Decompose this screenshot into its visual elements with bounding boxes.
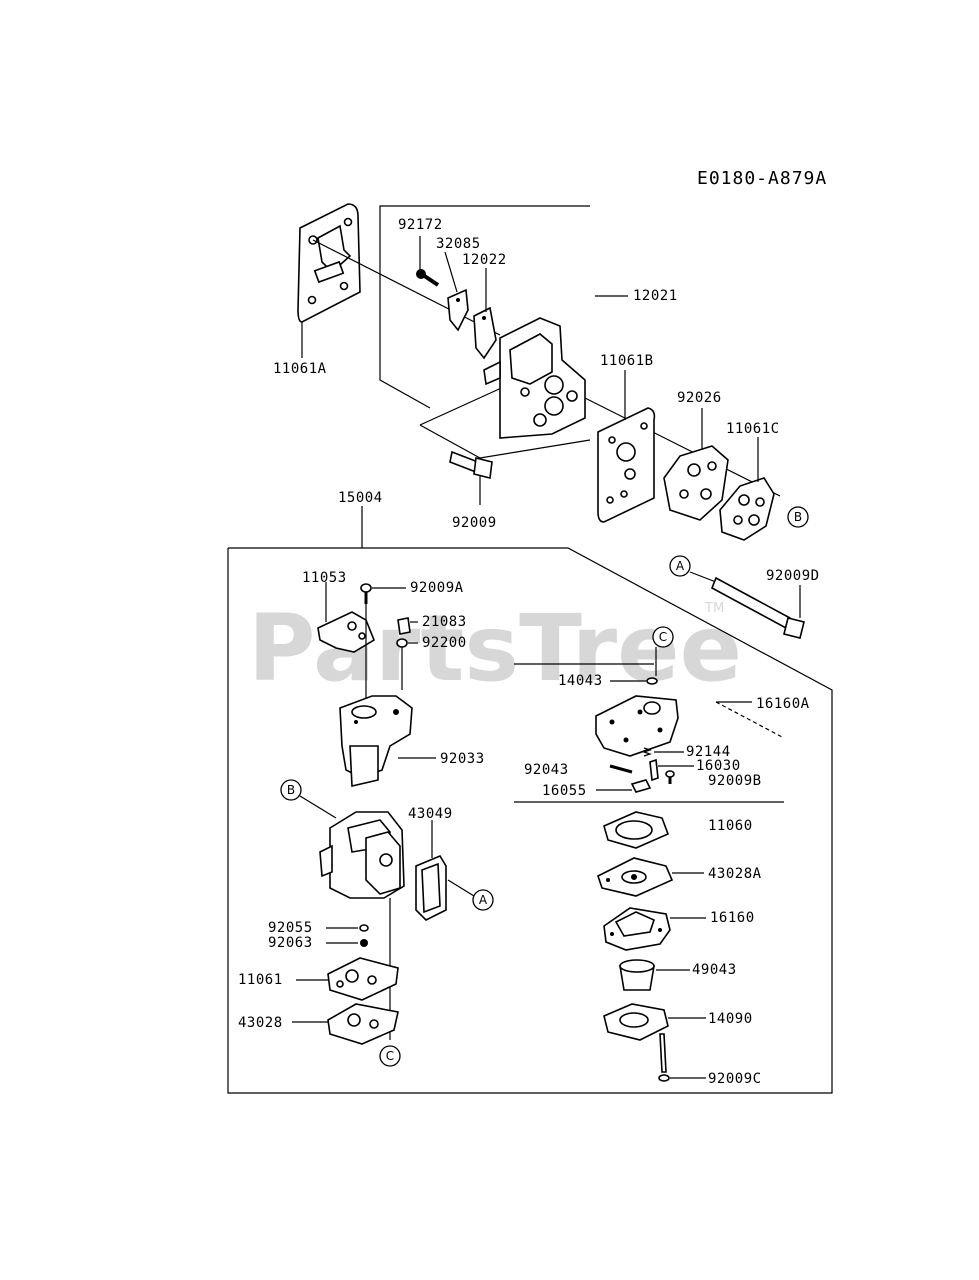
diagram-code: E0180-A879A xyxy=(697,168,827,189)
carburetor-throttle-body[interactable] xyxy=(339,695,413,787)
label-92026: 92026 xyxy=(677,390,722,406)
watermark: PartsTree xyxy=(248,595,742,702)
label-43028a: 43028A xyxy=(708,866,762,882)
marker-a-carb xyxy=(472,889,494,911)
label-21083: 21083 xyxy=(422,614,467,630)
label-11053: 11053 xyxy=(302,570,347,586)
marker-c-upper-text: C xyxy=(659,630,667,644)
label-16160a: 16160A xyxy=(756,696,810,712)
carburetor-main-body[interactable] xyxy=(319,811,405,899)
label-92063: 92063 xyxy=(268,935,313,951)
gasket-92026[interactable] xyxy=(663,445,729,521)
marker-a-bolt-text: A xyxy=(676,559,685,573)
label-43049: 43049 xyxy=(408,806,453,822)
label-92200: 92200 xyxy=(422,635,467,651)
carburetor-assembly-frame xyxy=(227,547,833,1094)
gasket-43049[interactable] xyxy=(415,854,447,921)
label-11061b: 11061B xyxy=(600,353,654,369)
leader-upper-axis xyxy=(584,397,781,497)
marker-c-upper xyxy=(652,626,674,648)
diaphragm-43028a[interactable] xyxy=(597,857,674,897)
marker-a-carb-text: A xyxy=(479,893,488,907)
marker-b-carb xyxy=(280,779,302,801)
label-92009a: 92009A xyxy=(410,580,464,596)
label-11061c: 11061C xyxy=(726,421,780,437)
label-32085: 32085 xyxy=(436,236,481,252)
bolt-92009d[interactable] xyxy=(689,571,805,639)
screw-92009a[interactable] xyxy=(360,583,372,604)
label-16030: 16030 xyxy=(696,758,741,774)
label-11061a: 11061A xyxy=(273,361,327,377)
watermark-trademark: TM xyxy=(704,601,724,616)
diaphragm-43028[interactable] xyxy=(327,1003,399,1045)
leader-32085 xyxy=(444,251,458,293)
leader-11061a-axis xyxy=(312,239,501,336)
needle-16055[interactable] xyxy=(630,779,652,793)
spring-92144[interactable] xyxy=(642,747,652,757)
insulator-assembly-frame xyxy=(379,205,591,459)
label-11061: 11061 xyxy=(238,972,283,988)
pin-92043[interactable] xyxy=(609,764,633,774)
screw-92009c[interactable] xyxy=(658,1033,670,1082)
seal-92063[interactable] xyxy=(360,939,368,947)
label-11060: 11060 xyxy=(708,818,753,834)
label-92033: 92033 xyxy=(440,751,485,767)
pin-21083[interactable] xyxy=(397,617,411,635)
metering-cover-16160a[interactable] xyxy=(595,695,679,757)
screw-92172[interactable] xyxy=(416,269,440,287)
label-92009: 92009 xyxy=(452,515,497,531)
label-92144: 92144 xyxy=(686,744,731,760)
lever-16030[interactable] xyxy=(649,758,659,782)
marker-b-upper-text: B xyxy=(794,510,802,524)
bolt-92009[interactable] xyxy=(449,450,493,479)
screen-14043[interactable] xyxy=(646,677,658,685)
label-12021: 12021 xyxy=(633,288,678,304)
marker-c-lower xyxy=(379,1045,401,1067)
marker-a-bolt xyxy=(669,555,691,577)
cover-14090[interactable] xyxy=(603,1003,669,1041)
label-92172: 92172 xyxy=(398,217,443,233)
label-14043: 14043 xyxy=(558,673,603,689)
plate-32085[interactable] xyxy=(447,288,469,332)
gasket-11061b[interactable] xyxy=(597,407,656,523)
plate-12022[interactable] xyxy=(473,306,497,360)
label-92043: 92043 xyxy=(524,762,569,778)
label-92009c: 92009C xyxy=(708,1071,762,1087)
gasket-11060[interactable] xyxy=(603,811,670,849)
leader-marker-b-carb xyxy=(299,795,337,819)
label-16055: 16055 xyxy=(542,783,587,799)
insulator-12021[interactable] xyxy=(483,317,586,439)
label-92009b: 92009B xyxy=(708,773,762,789)
label-14090: 14090 xyxy=(708,1011,753,1027)
label-43028: 43028 xyxy=(238,1015,283,1031)
leader-16160a-dashed xyxy=(715,701,785,739)
label-92055: 92055 xyxy=(268,920,313,936)
gasket-11061a[interactable] xyxy=(297,203,361,323)
marker-b-carb-text: B xyxy=(287,783,295,797)
label-12022: 12022 xyxy=(462,252,507,268)
gasket-11061[interactable] xyxy=(327,957,399,1001)
washer-92200[interactable] xyxy=(396,638,408,648)
cup-49043[interactable] xyxy=(619,959,655,991)
label-15004: 15004 xyxy=(338,490,383,506)
marker-c-lower-text: C xyxy=(386,1049,394,1063)
screw-92009b[interactable] xyxy=(665,770,675,784)
marker-b-upper xyxy=(787,506,809,528)
label-49043: 49043 xyxy=(692,962,737,978)
washer-92055[interactable] xyxy=(359,924,369,932)
label-92009d: 92009D xyxy=(766,568,820,584)
pump-body-16160[interactable] xyxy=(603,907,671,951)
label-16160: 16160 xyxy=(710,910,755,926)
gasket-11061c[interactable] xyxy=(719,477,775,541)
lever-11053[interactable] xyxy=(317,611,375,653)
leader-marker-a-carb xyxy=(447,879,475,897)
